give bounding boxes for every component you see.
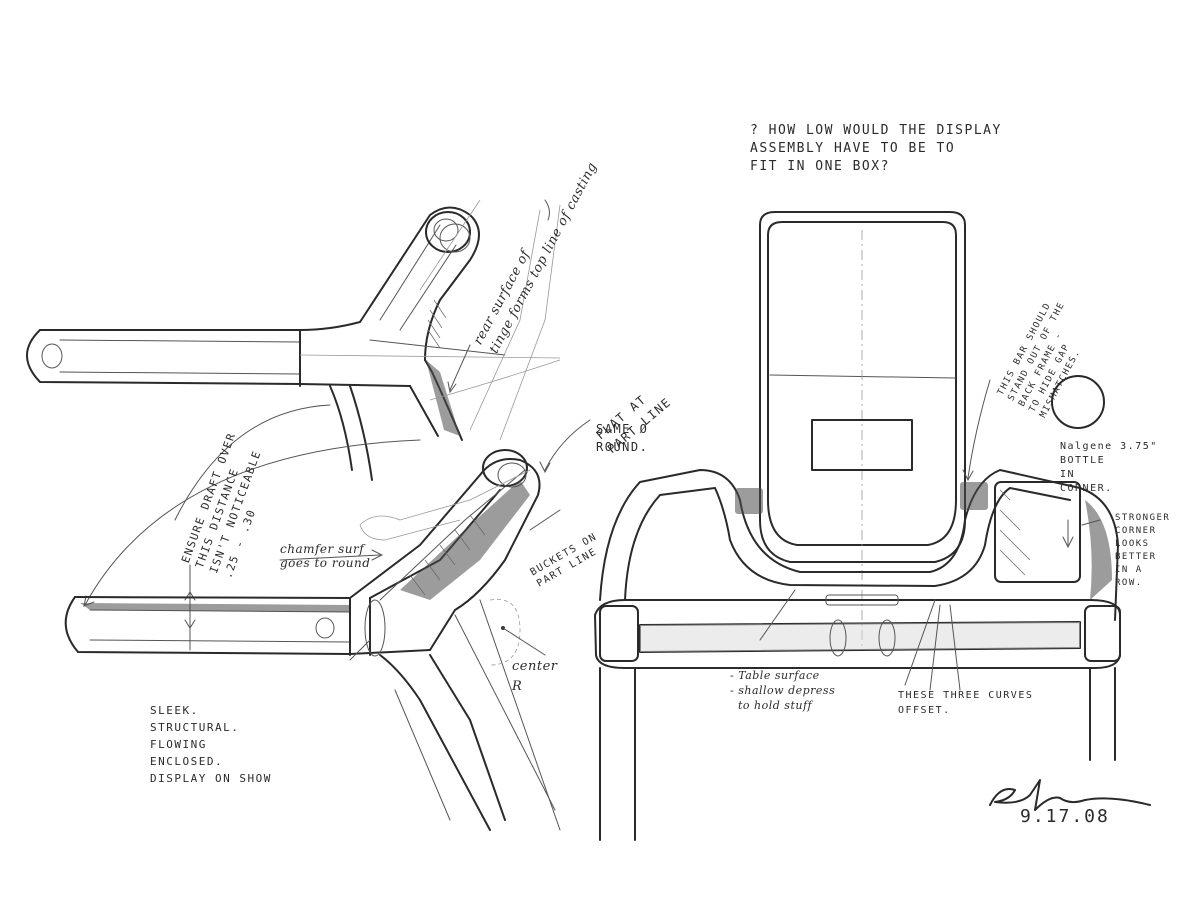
display-question-note: ? HOW LOW WOULD THE DISPLAY ASSEMBLY HAV… [750, 123, 1002, 174]
same-round-note: SAME Ø ROUND. [596, 422, 649, 454]
draft-leader [174, 404, 331, 521]
center-r-note: center R [512, 659, 558, 694]
sleek-notes: SLEEK. STRUCTURAL. FLOWING ENCLOSED. DIS… [150, 704, 272, 785]
sketch-date: 9.17.08 [1020, 806, 1110, 827]
table-surface-note: - Table surface - shallow depress to hol… [730, 669, 836, 712]
stronger-corner-note: STRONGER CORNER LOOKS BETTER IN A ROW. [1115, 513, 1171, 588]
handlebar-bottom-sketch [64, 419, 591, 831]
console-front-sketch [594, 211, 1151, 841]
chamfer-surf-note: chamfer surf goes to round [280, 542, 371, 570]
nalgene-bottle-note: Nalgene 3.75" BOTTLE IN CORNER. [1060, 441, 1158, 494]
three-curves-note: THESE THREE CURVES OFFSET. [898, 690, 1034, 716]
handlebar-top-sketch [26, 199, 561, 481]
